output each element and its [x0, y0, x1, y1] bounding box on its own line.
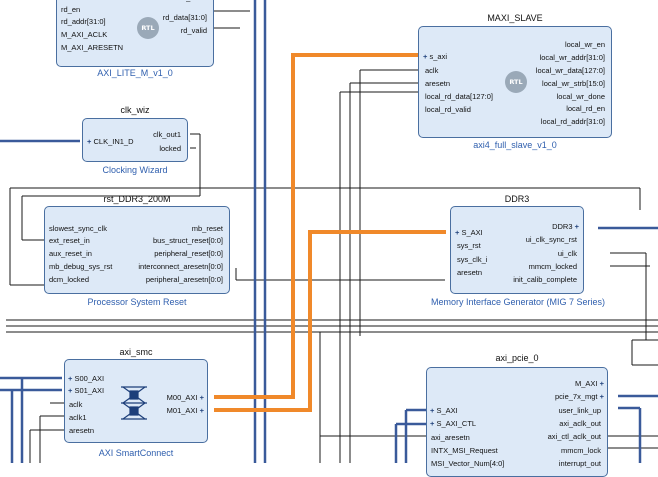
port-s-axi[interactable]: + S_AXI — [455, 228, 483, 237]
expand-plus-icon[interactable]: + — [87, 137, 92, 146]
axi-pcie-title: axi_pcie_0 — [495, 353, 539, 363]
port-clk-out1[interactable]: clk_out1 — [153, 130, 181, 139]
port-ui-clk-sync-rst[interactable]: ui_clk_sync_rst — [525, 235, 577, 244]
crossbar-icon — [121, 386, 147, 420]
port-aclk[interactable]: aclk — [425, 66, 439, 75]
port-interconnect-aresetn[interactable]: interconnect_aresetn[0:0] — [138, 262, 223, 271]
port-rd-data[interactable]: rd_data[31:0] — [162, 13, 207, 22]
expand-plus-icon[interactable]: + — [599, 392, 604, 401]
axi-smartconnect-block[interactable]: + S00_AXI + S01_AXI aclk aclk1 aresetn M… — [64, 359, 208, 443]
rst-ddr3-subtitle: Processor System Reset — [87, 297, 187, 307]
port-m-axi[interactable]: M_AXI + — [575, 379, 604, 388]
port-s01-axi[interactable]: + S01_AXI — [68, 386, 105, 395]
port-s-axi[interactable]: + s_axi — [423, 52, 447, 61]
port-bus-struct-reset[interactable]: bus_struct_reset[0:0] — [152, 236, 223, 245]
port-local-wr-en[interactable]: local_wr_en — [564, 40, 605, 49]
expand-plus-icon[interactable]: + — [574, 222, 579, 231]
port-intx-msi-request[interactable]: INTX_MSI_Request — [431, 446, 498, 455]
port-mmcm-lock[interactable]: mmcm_lock — [560, 446, 601, 455]
port-aresetn[interactable]: aresetn — [69, 426, 95, 435]
clk-wiz-block[interactable]: + CLK_IN1_D clk_out1 locked — [82, 118, 188, 162]
port-dcm-locked[interactable]: dcm_locked — [49, 275, 90, 284]
rtl-logo-icon: RTL — [137, 17, 159, 39]
clk-wiz-title: clk_wiz — [120, 105, 150, 115]
port-pcie-7x-mgt[interactable]: pcie_7x_mgt + — [554, 392, 604, 401]
port-mb-debug-sys-rst[interactable]: mb_debug_sys_rst — [49, 262, 113, 271]
maxi-slave-subtitle: axi4_full_slave_v1_0 — [473, 140, 557, 150]
port-aux-reset-in[interactable]: aux_reset_in — [49, 249, 92, 258]
axi-pcie-block[interactable]: + S_AXI + S_AXI_CTL axi_aresetn INTX_MSI… — [426, 367, 608, 477]
port-local-rd-addr[interactable]: local_rd_addr[31:0] — [540, 117, 605, 126]
port-local-wr-done[interactable]: local_wr_done — [556, 92, 605, 101]
port-slowest-sync-clk[interactable]: slowest_sync_clk — [49, 224, 107, 233]
port-m00-axi[interactable]: M00_AXI + — [166, 393, 204, 402]
port-local-rd-en[interactable]: local_rd_en — [566, 104, 605, 113]
port-clk-in1-d[interactable]: + CLK_IN1_D — [87, 137, 134, 146]
port-init-calib-complete[interactable]: init_calib_complete — [513, 275, 577, 284]
axi-smc-title: axi_smc — [119, 347, 153, 357]
port-interrupt-out[interactable]: interrupt_out — [558, 459, 601, 468]
port-mmcm-locked[interactable]: mmcm_locked — [528, 262, 577, 271]
expand-plus-icon[interactable]: + — [599, 379, 604, 388]
port-ext-reset-in[interactable]: ext_reset_in — [49, 236, 90, 245]
port-peripheral-aresetn[interactable]: peripheral_aresetn[0:0] — [145, 275, 223, 284]
port-local-rd-data[interactable]: local_rd_data[127:0] — [425, 92, 493, 101]
rst-ddr3-title: rst_DDR3_200M — [103, 194, 171, 204]
port-aresetn[interactable]: aresetn — [457, 268, 483, 277]
axi-lite-subtitle: AXI_LITE_M_v1_0 — [97, 68, 173, 78]
expand-plus-icon[interactable]: + — [455, 228, 460, 237]
ddr3-mig-block[interactable]: + S_AXI sys_rst sys_clk_i aresetn DDR3 +… — [450, 206, 584, 294]
axi-smc-subtitle: AXI SmartConnect — [98, 448, 174, 458]
expand-plus-icon[interactable]: + — [199, 393, 204, 402]
expand-plus-icon[interactable]: + — [199, 406, 204, 415]
port-sys-clk-i[interactable]: sys_clk_i — [457, 255, 488, 264]
maxi-slave-title: MAXI_SLAVE — [487, 13, 543, 23]
expand-plus-icon[interactable]: + — [430, 406, 435, 415]
port-sys-rst[interactable]: sys_rst — [457, 241, 481, 250]
axi-lite-master-block[interactable]: rd_en rd_addr[31:0] M_AXI_ACLK M_AXI_ARE… — [56, 0, 214, 67]
block-diagram-canvas — [0, 0, 658, 463]
expand-plus-icon[interactable]: + — [430, 419, 435, 428]
port-local-wr-addr[interactable]: local_wr_addr[31:0] — [539, 53, 605, 62]
port-aresetn[interactable]: aresetn — [425, 79, 451, 88]
port-m-axi-aresetn[interactable]: M_AXI_ARESETN — [61, 43, 124, 52]
port-peripheral-reset[interactable]: peripheral_reset[0:0] — [154, 249, 223, 258]
port-locked[interactable]: locked — [159, 144, 181, 153]
port-s-axi-ctl[interactable]: + S_AXI_CTL — [430, 419, 477, 428]
port-local-wr-data[interactable]: local_wr_data[127:0] — [535, 66, 605, 75]
clk-wiz-subtitle: Clocking Wizard — [102, 165, 168, 175]
maxi-slave-block[interactable]: + s_axi aclk aresetn local_rd_data[127:0… — [418, 26, 612, 138]
port-ddr3[interactable]: DDR3 + — [552, 222, 579, 231]
ddr3-title: DDR3 — [504, 194, 530, 204]
port-local-wr-strb[interactable]: local_wr_strb[15:0] — [542, 79, 605, 88]
port-axi-ctl-aclk-out[interactable]: axi_ctl_aclk_out — [547, 432, 601, 441]
port-m01-axi[interactable]: M01_AXI + — [166, 406, 204, 415]
port-mb-reset[interactable]: mb_reset — [191, 224, 223, 233]
port-ui-clk[interactable]: ui_clk — [557, 249, 577, 258]
rst-ddr3-block[interactable]: slowest_sync_clk ext_reset_in aux_reset_… — [44, 206, 230, 294]
ddr3-subtitle: Memory Interface Generator (MIG 7 Series… — [430, 297, 606, 307]
port-s00-axi[interactable]: + S00_AXI — [68, 374, 105, 383]
port-s-axi[interactable]: + S_AXI — [430, 406, 458, 415]
port-user-link-up[interactable]: user_link_up — [558, 406, 601, 415]
port-rd-valid[interactable]: rd_valid — [180, 26, 207, 35]
port-rd-addr[interactable]: rd_addr[31:0] — [61, 17, 106, 26]
port-aclk1[interactable]: aclk1 — [69, 413, 87, 422]
port-m-axi-aclk[interactable]: M_AXI_ACLK — [61, 30, 108, 39]
expand-plus-icon[interactable]: + — [68, 386, 73, 395]
expand-plus-icon[interactable]: + — [68, 374, 73, 383]
port-local-rd-valid[interactable]: local_rd_valid — [425, 105, 471, 114]
expand-plus-icon[interactable]: + — [423, 52, 428, 61]
port-axi-aclk-out[interactable]: axi_aclk_out — [559, 419, 601, 428]
port-aclk[interactable]: aclk — [69, 400, 83, 409]
port-wr-done[interactable]: wr_done — [178, 0, 207, 2]
port-axi-aresetn[interactable]: axi_aresetn — [431, 433, 470, 442]
port-rd-en[interactable]: rd_en — [61, 5, 81, 14]
port-msi-vector-num[interactable]: MSI_Vector_Num[4:0] — [431, 459, 505, 468]
rtl-logo-icon: RTL — [505, 71, 527, 93]
